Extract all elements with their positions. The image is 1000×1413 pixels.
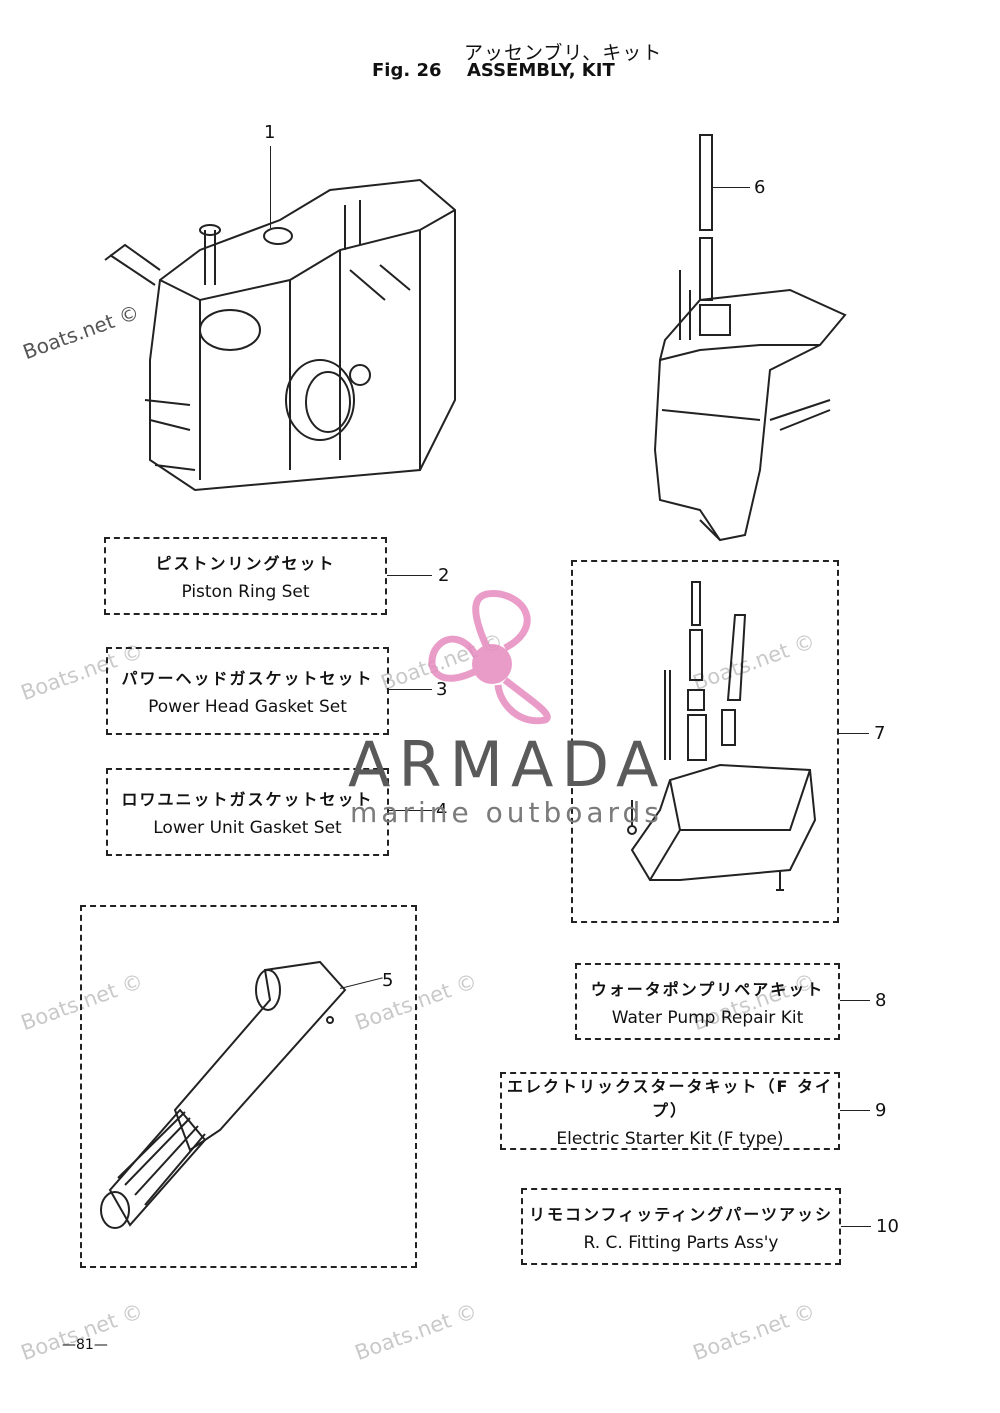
- leader-line: [712, 187, 750, 188]
- kit-power-head-gasket-set: パワーヘッドガスケットセット Power Head Gasket Set: [106, 647, 389, 735]
- title-english: ASSEMBLY, KIT: [467, 60, 615, 81]
- leader-line: [270, 146, 271, 228]
- kit-label-japanese: ピストンリングセット: [155, 554, 336, 573]
- kit-label-english: Piston Ring Set: [181, 582, 310, 602]
- callout-number: 6: [754, 177, 766, 198]
- leader-line: [841, 1226, 871, 1227]
- kit-label-japanese: ウォータポンプリペアキット: [590, 979, 825, 999]
- kit-rc-fitting-parts: リモコンフィッティングパーツアッシ R. C. Fitting Parts As…: [521, 1188, 841, 1265]
- leader-line: [839, 733, 869, 734]
- kit-piston-ring-set: ピストンリングセット Piston Ring Set: [104, 537, 387, 615]
- brand-name: ARMADA: [348, 728, 667, 801]
- title-japanese: アッセンブリ、キット: [464, 42, 663, 64]
- figure-number: Fig. 26: [372, 60, 442, 81]
- callout-number: 8: [875, 990, 887, 1011]
- leader-line: [840, 1000, 870, 1001]
- kit-label-english: Power Head Gasket Set: [148, 697, 347, 717]
- kit-label-english: Water Pump Repair Kit: [611, 1007, 804, 1028]
- callout-number: 4: [436, 800, 448, 821]
- kit-label-english: Lower Unit Gasket Set: [153, 818, 342, 838]
- kit-label-japanese: エレクトリックスタータキット（F タイプ）: [506, 1077, 834, 1120]
- callout-number: 2: [438, 565, 450, 586]
- kit-lower-unit-gasket-set: ロワユニットガスケットセット Lower Unit Gasket Set: [106, 768, 389, 856]
- leader-line: [389, 689, 432, 690]
- kit-label-japanese: ロワユニットガスケットセット: [121, 790, 374, 809]
- leader-line: [389, 810, 432, 811]
- watermark-text: Boats.net ©: [689, 1298, 819, 1366]
- callout-number: 1: [264, 122, 276, 143]
- leader-line: [387, 575, 432, 576]
- kit-label-english: Electric Starter Kit (F type): [556, 1129, 784, 1149]
- callout-number: 9: [875, 1100, 887, 1121]
- watermark-text: Boats.net ©: [19, 299, 143, 365]
- kit-label-japanese: リモコンフィッティングパーツアッシ: [529, 1204, 833, 1224]
- brand-tagline: marine outboards: [350, 796, 663, 829]
- watermark-text: Boats.net ©: [17, 1298, 147, 1366]
- callout-number: 3: [436, 679, 448, 700]
- callout-number: 10: [876, 1216, 899, 1237]
- callout-number: 7: [874, 723, 886, 744]
- kit-water-pump-repair-kit: ウォータポンプリペアキット Water Pump Repair Kit: [575, 963, 840, 1040]
- kit-electric-starter-kit: エレクトリックスタータキット（F タイプ） Electric Starter K…: [500, 1072, 840, 1150]
- page-number: —81—: [62, 1337, 108, 1353]
- callout-number: 5: [382, 970, 394, 991]
- kit-label-japanese: パワーヘッドガスケットセット: [121, 669, 374, 688]
- watermark-text: Boats.net ©: [351, 1298, 481, 1366]
- kit-part-5-box: [80, 905, 417, 1268]
- leader-line: [840, 1110, 870, 1111]
- kit-part-7-box: [571, 560, 839, 923]
- kit-label-english: R. C. Fitting Parts Ass'y: [583, 1232, 779, 1253]
